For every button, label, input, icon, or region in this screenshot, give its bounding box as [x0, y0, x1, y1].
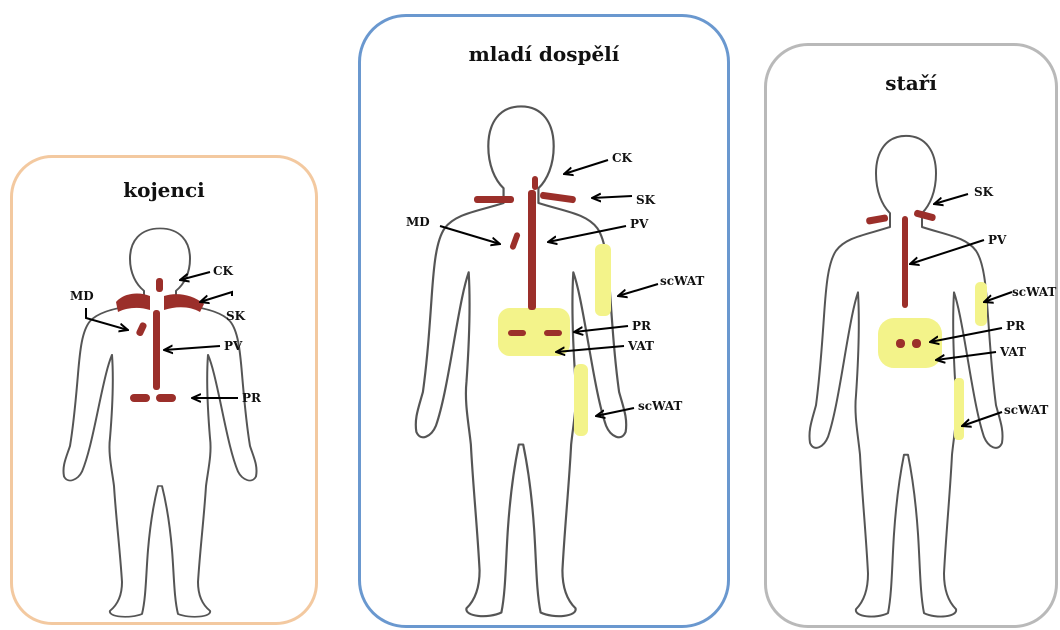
scwat-leg — [954, 378, 964, 440]
label-vat: VAT — [999, 345, 1026, 359]
pr-depot-right — [912, 339, 921, 348]
scwat-arm — [975, 282, 987, 326]
label-sk: SK — [974, 185, 994, 199]
white-fat-elderly — [878, 282, 987, 440]
pr-depot-left — [896, 339, 905, 348]
sk-depot-left — [866, 214, 889, 225]
human-silhouette-elderly — [809, 136, 1002, 617]
label-pv: PV — [988, 233, 1007, 247]
label-scwat-arm: scWAT — [1012, 285, 1056, 299]
vat-depot — [878, 318, 942, 368]
label-pr: PR — [1006, 319, 1026, 333]
pv-depot — [902, 216, 908, 308]
label-scwat-leg: scWAT — [1004, 403, 1048, 417]
